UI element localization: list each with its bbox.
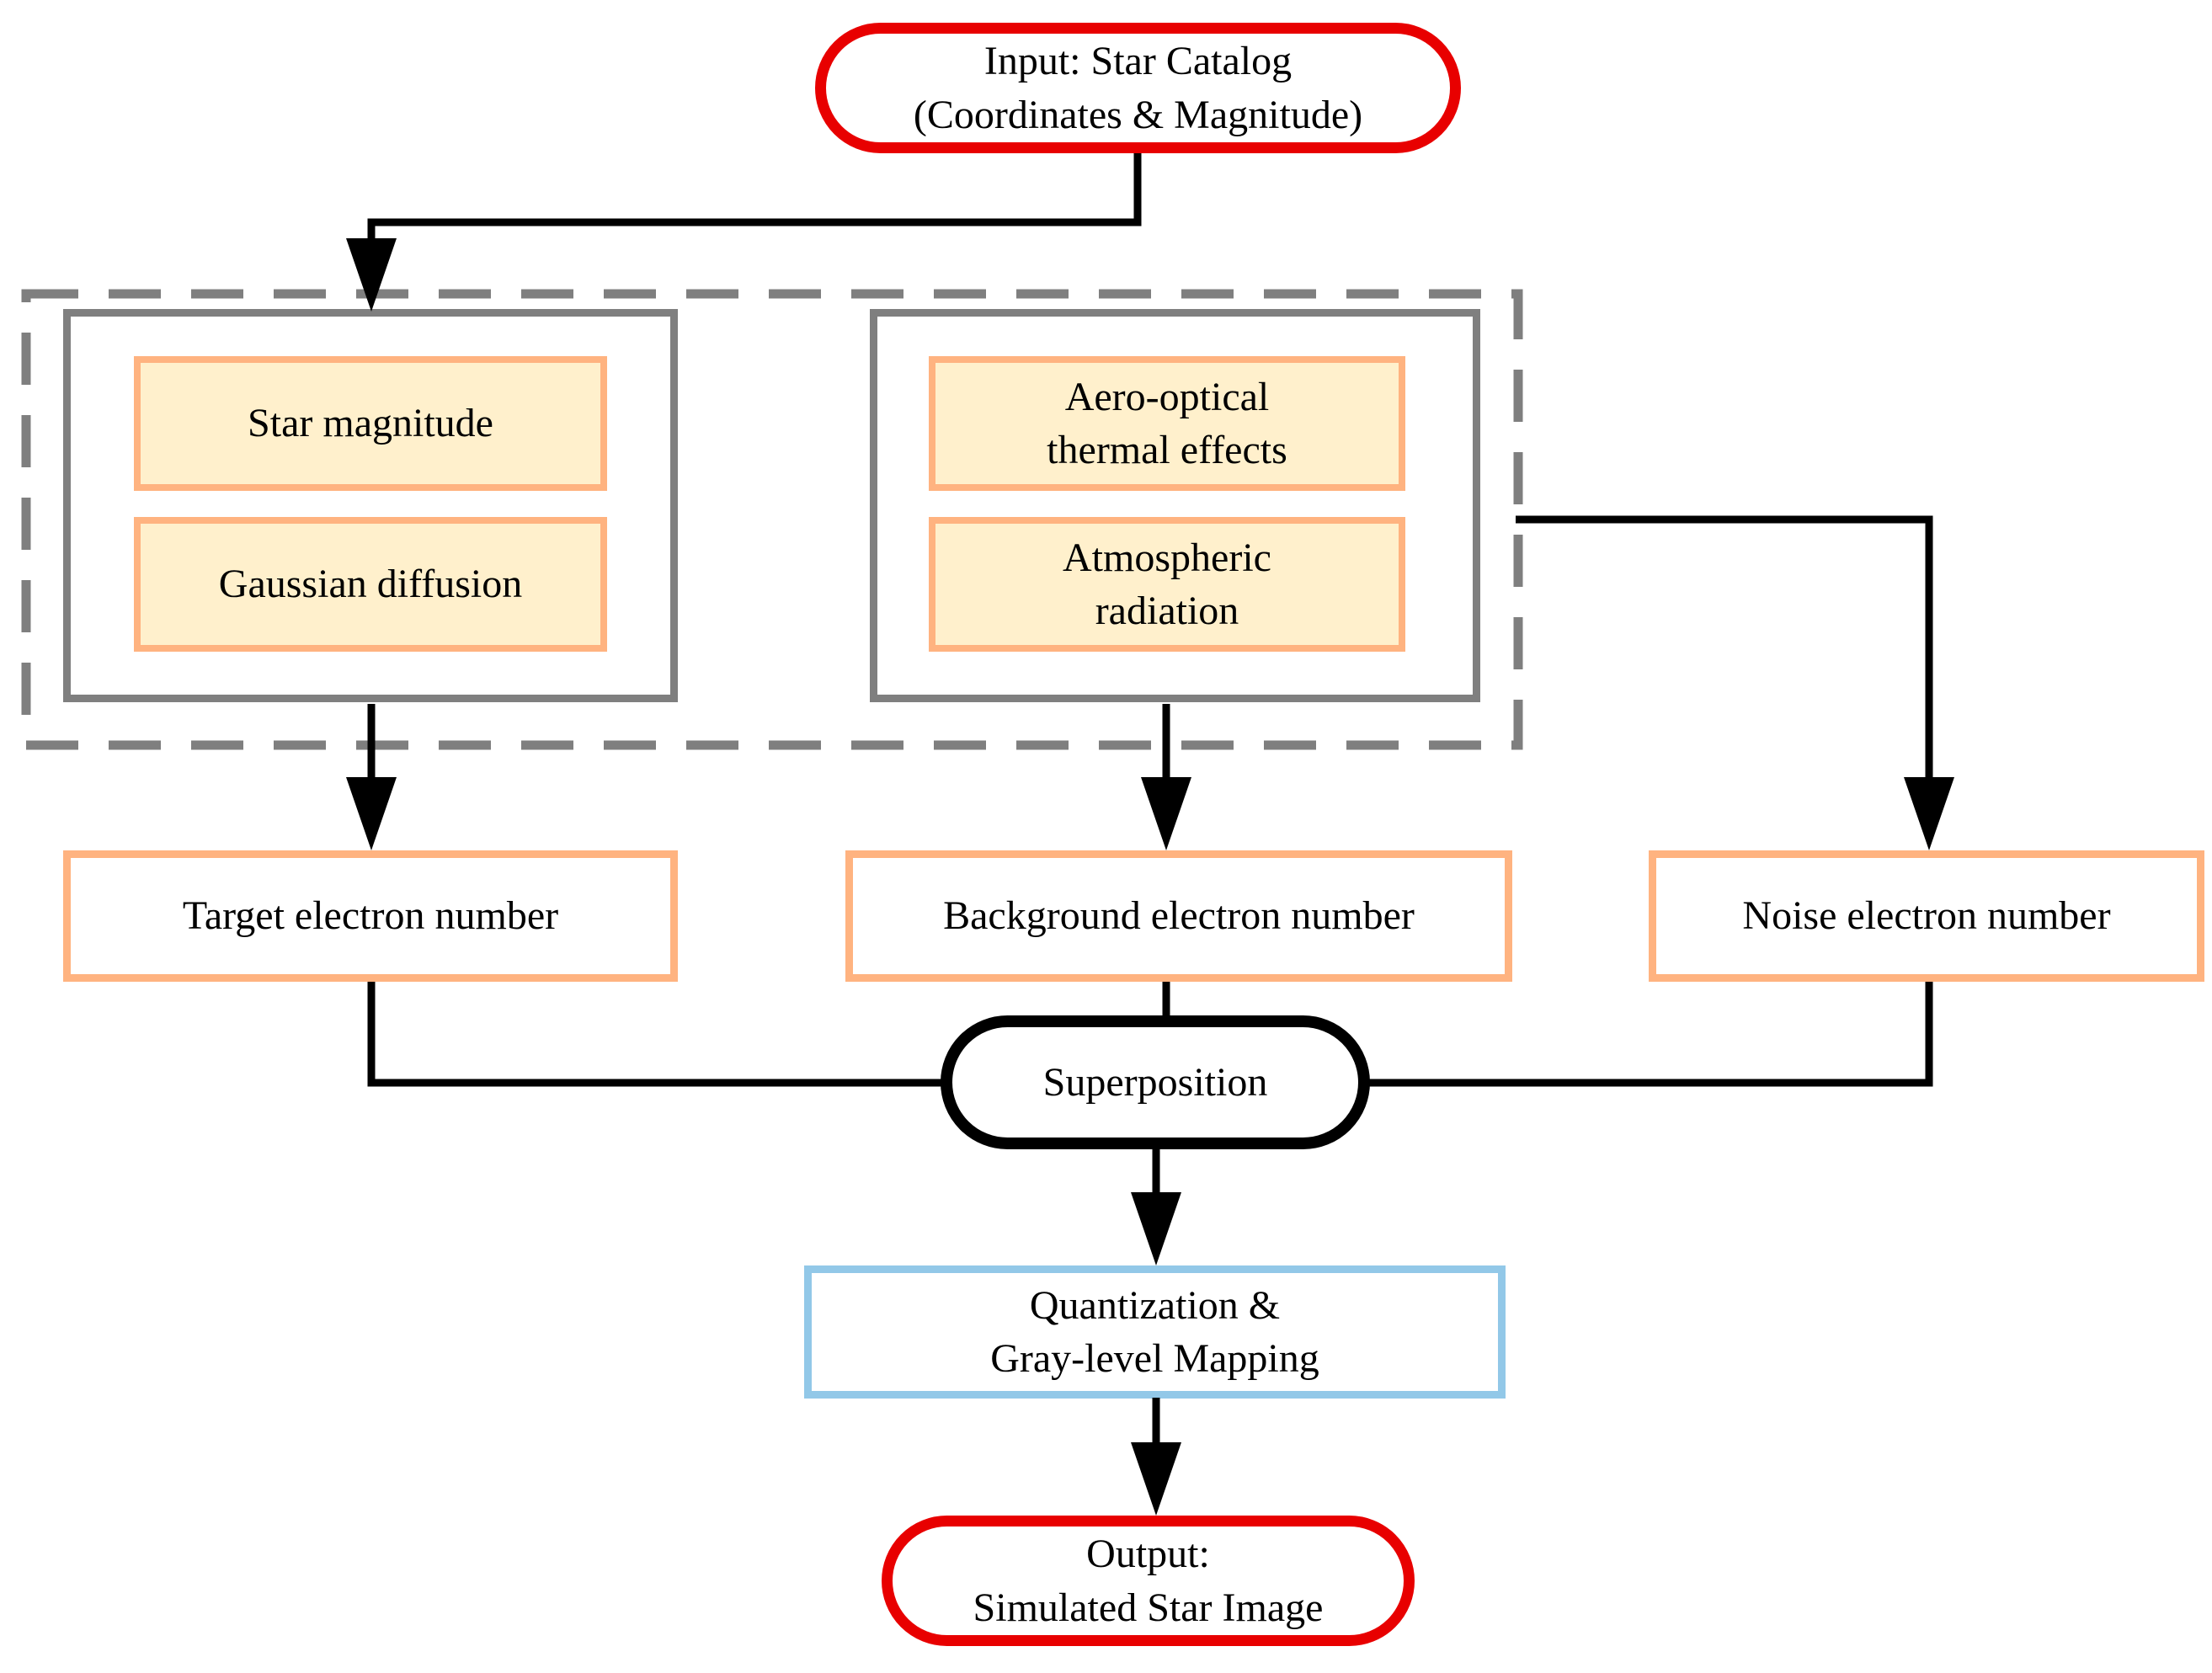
node-background-electron-label: Background electron number	[943, 893, 1415, 939]
arrowhead-superposition-to-quantization	[1131, 1192, 1181, 1265]
node-atmospheric-radiation: Atmospheric radiation	[929, 517, 1405, 652]
node-input-label: Input: Star Catalog (Coordinates & Magni…	[913, 39, 1363, 137]
node-gaussian-diffusion: Gaussian diffusion	[134, 517, 607, 652]
node-quantization-gray-level-mapping: Quantization & Gray-level Mapping	[804, 1265, 1506, 1399]
edge-noise-to-superposition	[1367, 982, 1933, 1087]
node-superposition-label: Superposition	[1042, 1059, 1268, 1105]
node-atmospheric-radiation-label: Atmospheric radiation	[1063, 535, 1271, 633]
node-target-electron-number: Target electron number	[63, 850, 678, 982]
node-input-star-catalog: Input: Star Catalog (Coordinates & Magni…	[815, 23, 1461, 153]
node-star-magnitude-label: Star magnitude	[248, 401, 493, 446]
arrowhead-right-group-to-background	[1141, 777, 1191, 850]
node-output-label: Output: Simulated Star Image	[973, 1532, 1324, 1630]
edge-input-to-star-group	[367, 153, 1142, 241]
node-background-electron-number: Background electron number	[845, 850, 1512, 982]
node-superposition: Superposition	[941, 1015, 1370, 1149]
node-aero-optical-thermal-effects: Aero-optical thermal effects	[929, 356, 1405, 491]
node-gaussian-diffusion-label: Gaussian diffusion	[218, 562, 523, 607]
arrowhead-dashed-container-to-noise	[1904, 777, 1954, 850]
arrowhead-quantization-to-output	[1131, 1442, 1181, 1516]
arrowhead-left-group-to-target	[346, 777, 397, 850]
node-aero-optical-label: Aero-optical thermal effects	[1047, 374, 1287, 472]
edge-dashed-container-to-noise	[1516, 515, 1933, 780]
node-star-magnitude: Star magnitude	[134, 356, 607, 491]
node-quantization-label: Quantization & Gray-level Mapping	[990, 1282, 1319, 1381]
node-noise-electron-number: Noise electron number	[1649, 850, 2204, 982]
edge-target-to-superposition	[367, 982, 944, 1087]
node-output-simulated-star-image: Output: Simulated Star Image	[882, 1516, 1415, 1646]
arrowhead-input-to-star-group	[346, 238, 397, 312]
node-noise-electron-label: Noise electron number	[1742, 893, 2111, 939]
node-target-electron-label: Target electron number	[182, 893, 559, 939]
